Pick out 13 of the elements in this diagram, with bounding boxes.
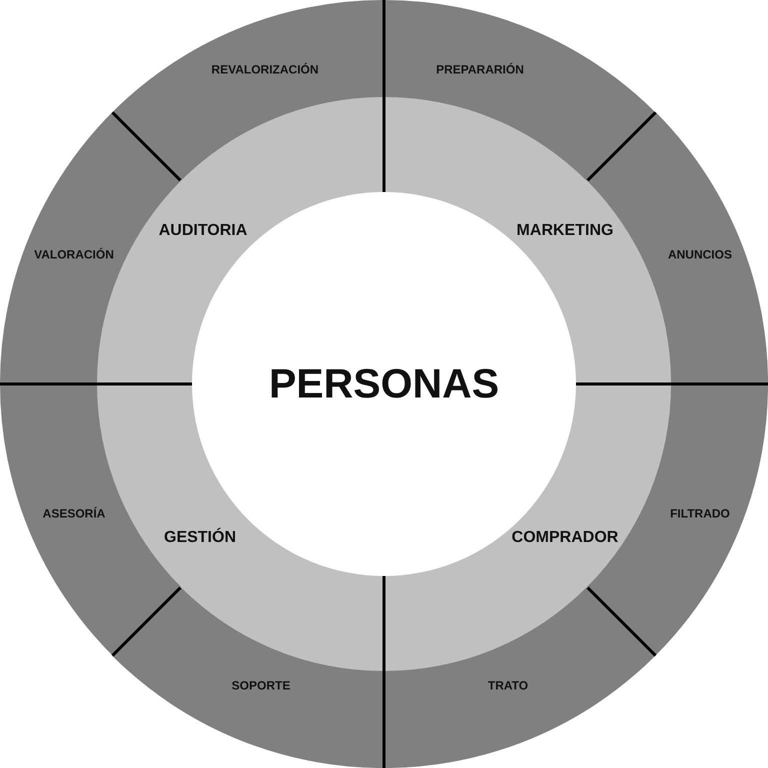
segment-label: FILTRADO [670,507,730,521]
segment-label: COMPRADOR [512,529,618,547]
segment-label: ANUNCIOS [668,248,732,262]
segment-label: VALORACIÓN [34,248,114,262]
segment-label: ASESORÍA [42,507,106,521]
segment-label: REVALORIZACIÓN [211,63,319,77]
segment-label: TRATO [488,679,528,693]
segment-label: GESTIÓN [164,529,236,547]
segment-label: SOPORTE [232,679,290,693]
segment-label: PREPARARIÓN [436,63,524,77]
center-label: PERSONAS [268,361,500,407]
segment-label: MARKETING [516,222,614,240]
segment-label: AUDITORIA [158,222,248,240]
